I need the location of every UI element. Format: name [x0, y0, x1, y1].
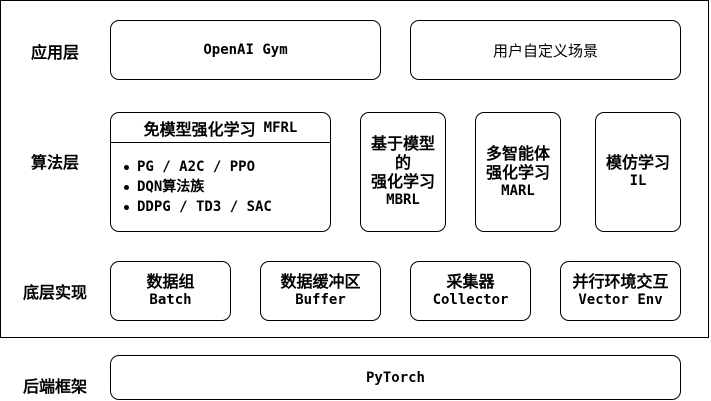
il-cn: 模仿学习	[605, 153, 670, 172]
batch-box: 数据组 Batch	[110, 261, 231, 321]
buffer-box: 数据缓冲区 Buffer	[260, 261, 381, 321]
list-item: DDPG / TD3 / SAC	[124, 199, 272, 215]
buffer-cn: 数据缓冲区	[280, 272, 361, 291]
mfrl-title: 免模型强化学习 MFRL	[111, 113, 330, 143]
marl-box: 多智能体 强化学习 MARL	[475, 112, 561, 232]
pytorch-box: PyTorch	[110, 355, 681, 400]
marl-abbr: MARL	[501, 182, 535, 199]
collector-en: Collector	[432, 292, 509, 308]
vector-env-box: 并行环境交互 Vector Env	[560, 261, 681, 321]
mbrl-line2: 的	[394, 153, 411, 172]
il-box: 模仿学习 IL	[595, 112, 681, 232]
pytorch-label: PyTorch	[365, 369, 425, 386]
marl-line2: 强化学习	[485, 162, 550, 182]
mbrl-line3: 强化学习	[370, 172, 435, 191]
base-layer-label: 底层实现	[23, 283, 88, 302]
framework-frame	[0, 0, 709, 338]
mfrl-box: 免模型强化学习 MFRL PG / A2C / PPO DQN算法族 DDPG …	[110, 112, 331, 232]
mfrl-algorithm-list: PG / A2C / PPO DQN算法族 DDPG / TD3 / SAC	[124, 157, 272, 217]
mbrl-line1: 基于模型	[370, 134, 435, 153]
batch-en: Batch	[149, 292, 192, 308]
marl-line1: 多智能体	[485, 143, 550, 163]
il-abbr: IL	[629, 173, 647, 189]
mbrl-abbr: MBRL	[386, 192, 420, 208]
openai-gym-label: OpenAI Gym	[203, 42, 288, 58]
collector-box: 采集器 Collector	[410, 261, 531, 321]
app-layer-label: 应用层	[31, 43, 80, 62]
vector-env-cn: 并行环境交互	[572, 272, 669, 291]
mfrl-title-cn: 免模型强化学习	[143, 119, 256, 139]
collector-cn: 采集器	[446, 272, 495, 291]
batch-cn: 数据组	[146, 272, 195, 291]
buffer-en: Buffer	[295, 292, 346, 308]
list-item: DQN算法族	[124, 177, 272, 197]
custom-scene-box: 用户自定义场景	[410, 20, 681, 80]
mfrl-title-abbr: MFRL	[263, 119, 298, 136]
list-item: PG / A2C / PPO	[124, 157, 272, 177]
vector-env-en: Vector Env	[578, 292, 663, 308]
backend-layer-label: 后端框架	[23, 377, 88, 396]
openai-gym-box: OpenAI Gym	[110, 20, 381, 80]
mbrl-box: 基于模型 的 强化学习 MBRL	[360, 112, 446, 232]
algo-layer-label: 算法层	[31, 153, 80, 172]
custom-scene-label: 用户自定义场景	[492, 41, 598, 60]
